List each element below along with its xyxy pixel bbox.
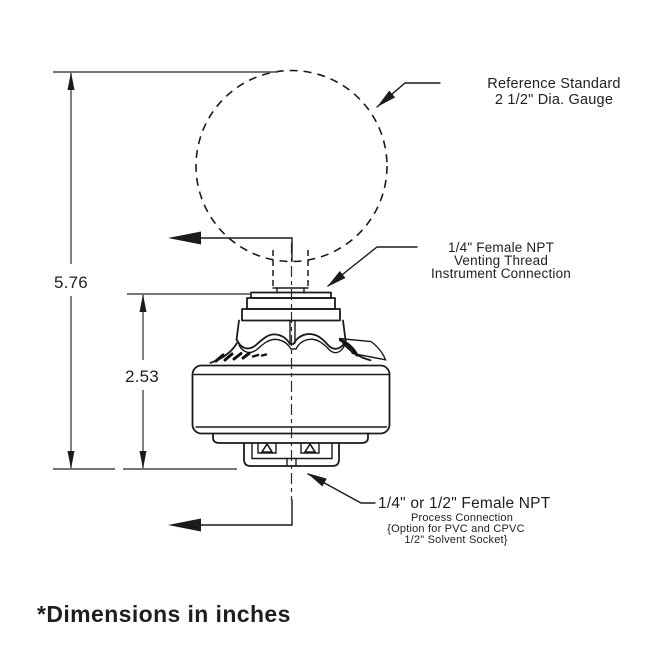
reference-gauge-circle: [195, 69, 388, 263]
guard-body: [191, 364, 391, 435]
reference-gauge-label-line2: 2 1/2" Dia. Gauge: [495, 92, 613, 108]
process-connection-label-line1: 1/4" or 1/2" Female NPT: [378, 495, 551, 512]
skirt-left: [209, 342, 238, 364]
reference-gauge-callout: Reference Standard 2 1/2" Dia. Gauge: [376, 76, 620, 108]
process-connection-label-line4: 1/2" Solvent Socket}: [404, 534, 507, 546]
vent-connection-label-line1: 1/4" Female NPT: [448, 240, 554, 255]
vent-connection-callout: 1/4" Female NPT Venting Thread Instrumen…: [327, 240, 571, 287]
vent-connection-label-line3: Instrument Connection: [431, 266, 571, 281]
base-flange: [212, 432, 369, 444]
process-nut: [243, 442, 340, 467]
seal-tab-edge: [339, 338, 359, 357]
guard-height-dimension: 2.53: [125, 294, 159, 469]
gland-nut: [209, 319, 387, 364]
overall-height-dimension: 5.76: [54, 72, 88, 469]
process-connection-label-line2: Process Connection: [411, 512, 513, 524]
reference-gauge-label-line1: Reference Standard: [487, 76, 620, 92]
process-connection-label-line3: {Option for PVC and CPVC: [387, 523, 524, 535]
thread-symbol-left: [257, 442, 277, 454]
dimensions-note: *Dimensions in inches: [37, 601, 291, 627]
brand-mark: [214, 352, 268, 363]
overall-height-value: 5.76: [54, 273, 88, 292]
vent-bonnet-steps: [241, 291, 341, 322]
guard-height-value: 2.53: [125, 367, 159, 386]
thread-symbol-right: [300, 442, 320, 454]
process-direction-arrow: [168, 499, 293, 532]
vent-direction-arrow: [168, 231, 293, 262]
vent-connection-label-line2: Venting Thread: [454, 253, 548, 268]
process-connection-callout: 1/4" or 1/2" Female NPT Process Connecti…: [307, 473, 551, 546]
vent-stem: [272, 250, 309, 294]
